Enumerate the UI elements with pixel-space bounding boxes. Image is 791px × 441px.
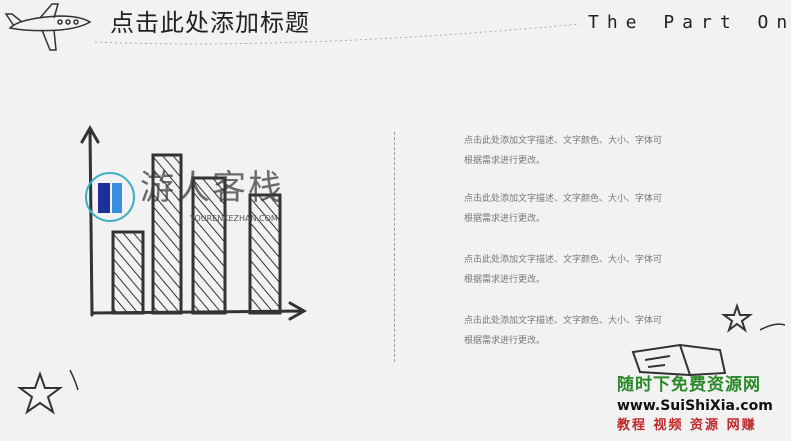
- bar-1: [111, 230, 145, 315]
- watermark-logo-text: 游人客栈: [140, 168, 284, 208]
- page-title[interactable]: 点击此处添加标题: [110, 9, 310, 37]
- bar-4: [248, 193, 282, 315]
- airplane-icon: [4, 3, 92, 51]
- description-line: 根据需求进行更改。: [464, 214, 546, 224]
- description-line: 点击此处添加文字描述、文字颜色、大小、字体可: [464, 255, 663, 265]
- description-line: 根据需求进行更改。: [464, 336, 546, 346]
- bar-2: [151, 153, 183, 315]
- watermark-site-cn: 随时下免费资源网: [617, 375, 761, 395]
- star-icon: [17, 371, 63, 415]
- watermark-site-url: www.SuiShiXia.com: [617, 398, 773, 414]
- description-block[interactable]: 点击此处添加文字描述、文字颜色、大小、字体可根据需求进行更改。: [464, 311, 704, 351]
- bar-3: [191, 176, 227, 315]
- watermark-logo-sub: YOURENKEZHAN.COM: [190, 214, 278, 223]
- part-label: The Part One: [588, 12, 791, 33]
- open-book-icon: [631, 343, 727, 377]
- divider: [394, 132, 395, 362]
- description-line: 点击此处添加文字描述、文字颜色、大小、字体可: [464, 194, 663, 204]
- description-line: 点击此处添加文字描述、文字颜色、大小、字体可: [464, 316, 663, 326]
- description-block[interactable]: 点击此处添加文字描述、文字颜色、大小、字体可根据需求进行更改。: [464, 131, 704, 171]
- star-icon: [721, 302, 753, 333]
- description-block[interactable]: 点击此处添加文字描述、文字颜色、大小、字体可根据需求进行更改。: [464, 250, 704, 290]
- description-block[interactable]: 点击此处添加文字描述、文字颜色、大小、字体可根据需求进行更改。: [464, 189, 704, 229]
- description-line: 根据需求进行更改。: [464, 275, 546, 285]
- description-line: 点击此处添加文字描述、文字颜色、大小、字体可: [464, 136, 663, 146]
- logo-icon: [85, 172, 135, 222]
- watermark-site-tags: 教程 视频 资源 网赚: [617, 418, 757, 433]
- description-line: 根据需求进行更改。: [464, 156, 546, 166]
